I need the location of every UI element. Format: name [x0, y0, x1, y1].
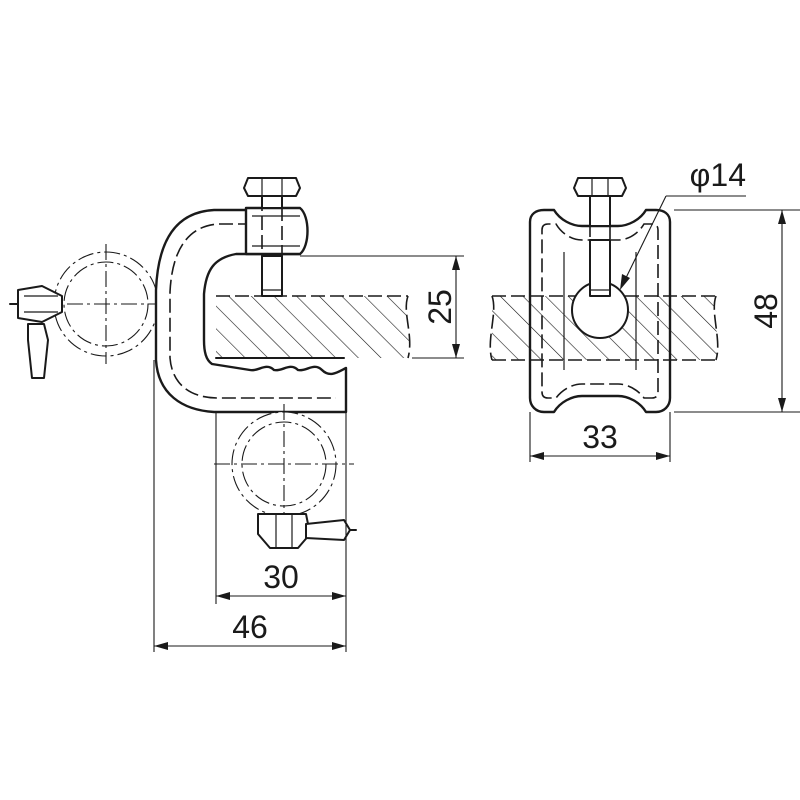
- front-view: φ14 48 33: [489, 157, 800, 462]
- dimension-phi14: φ14: [620, 157, 746, 290]
- side-view: 25 30 46: [9, 177, 464, 652]
- dimension-25: 25: [300, 255, 464, 359]
- clamp-bolt-front: [573, 177, 627, 297]
- dimension-46: 46: [153, 360, 347, 652]
- beam-flange-side: [215, 295, 411, 359]
- dimension-phi14-label: φ14: [690, 157, 746, 193]
- left-clamp-bolt: [9, 285, 63, 379]
- dimension-46-label: 46: [232, 609, 268, 645]
- dimension-33: 33: [529, 412, 671, 462]
- dimension-48: 48: [674, 209, 800, 413]
- bottom-pipe: [214, 404, 354, 530]
- bottom-clamp-bolt: [257, 513, 357, 549]
- clamp-bolt-side: [243, 177, 301, 297]
- dimension-30: 30: [215, 412, 347, 604]
- dimension-25-label: 25: [422, 289, 458, 325]
- clamp-frame-front: [528, 208, 672, 414]
- dimension-33-label: 33: [582, 419, 618, 455]
- dimension-30-label: 30: [263, 559, 299, 595]
- dimension-48-label: 48: [748, 293, 784, 329]
